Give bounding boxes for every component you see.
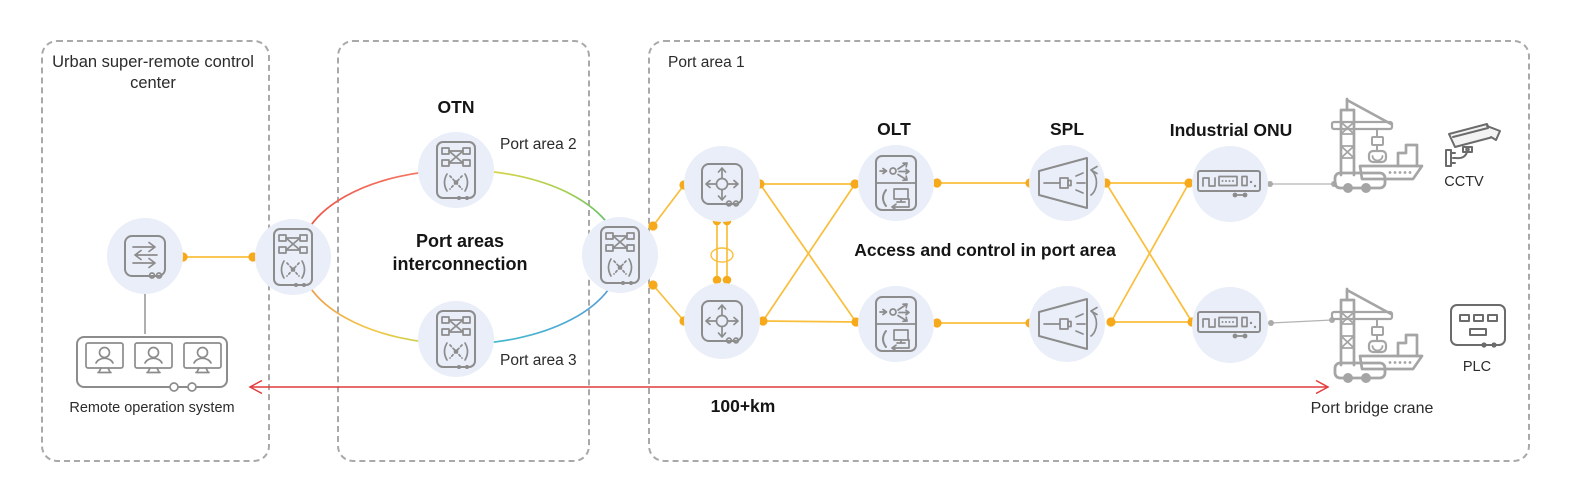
node-olt-top xyxy=(858,145,934,221)
node-otn-port-area-1 xyxy=(582,217,658,293)
olt-label: OLT xyxy=(877,119,911,139)
node-industrial-onu-bottom xyxy=(1192,287,1268,363)
distance-label: 100+km xyxy=(710,396,776,416)
spl-icon xyxy=(1038,157,1098,209)
spl-label: SPL xyxy=(1049,119,1085,139)
port-crane-top xyxy=(1326,96,1430,200)
cctv-camera-icon xyxy=(1445,123,1501,167)
node-spl-top xyxy=(1029,145,1105,221)
port-crane-ship-icon xyxy=(1330,97,1424,193)
node-core-switch xyxy=(107,218,183,294)
node-otn-control-center xyxy=(255,219,331,295)
port-area-3-label: Port area 3 xyxy=(500,352,577,369)
remote-operation-label: Remote operation system xyxy=(69,400,235,416)
fiber-links xyxy=(183,182,1193,324)
port-area-1-title: Port area 1 xyxy=(668,54,745,71)
switch-icon xyxy=(124,235,166,279)
access-control-label: Access and control in port area xyxy=(854,240,1116,260)
plc-device xyxy=(1448,302,1510,354)
port-bridge-crane-label: Port bridge crane xyxy=(1310,400,1434,417)
spl-icon xyxy=(1038,298,1098,350)
node-router-bottom xyxy=(684,283,760,359)
node-router-top xyxy=(684,146,760,222)
industrial-onu-icon xyxy=(1197,170,1261,198)
remote-operation-monitors-icon xyxy=(76,336,228,392)
otn-label: OTN xyxy=(437,97,475,117)
otn-icon xyxy=(600,226,640,285)
router-icon xyxy=(701,163,743,207)
plc-icon xyxy=(1450,304,1506,348)
gray-links xyxy=(144,183,1334,334)
plc-label: PLC xyxy=(1462,359,1492,375)
node-olt-bottom xyxy=(858,286,934,362)
node-spl-bottom xyxy=(1029,286,1105,362)
remote-operation-system xyxy=(74,331,230,395)
node-otn-port-area-3 xyxy=(418,301,494,377)
control-center-title: Urban super-remote control center xyxy=(52,53,254,93)
industrial-onu-label: Industrial ONU xyxy=(1169,120,1293,140)
port-crane-bottom xyxy=(1326,286,1430,390)
industrial-onu-icon xyxy=(1197,311,1261,339)
node-industrial-onu-top xyxy=(1192,146,1268,222)
node-otn-port-area-2 xyxy=(418,132,494,208)
router-icon xyxy=(701,300,743,344)
port-area-2-label: Port area 2 xyxy=(500,136,577,153)
olt-icon xyxy=(875,296,917,352)
otn-icon xyxy=(273,228,313,287)
cctv-camera xyxy=(1443,120,1507,172)
interconnection-title: Port areas interconnection xyxy=(392,231,528,274)
port-crane-ship-icon xyxy=(1330,287,1424,383)
olt-icon xyxy=(875,155,917,211)
otn-icon xyxy=(436,141,476,200)
cctv-label: CCTV xyxy=(1444,174,1484,190)
otn-icon xyxy=(436,310,476,369)
remote-control-arrow xyxy=(248,379,1330,395)
